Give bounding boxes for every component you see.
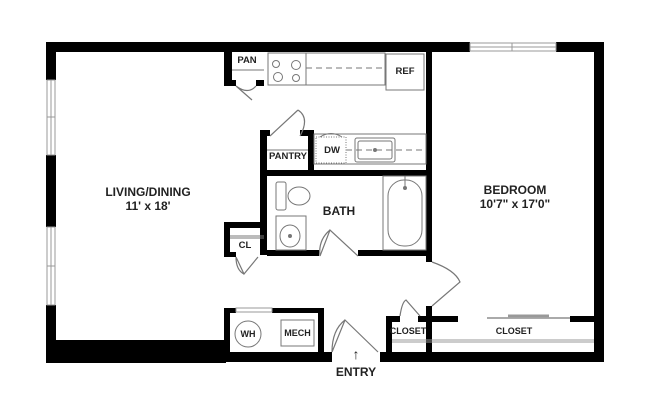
walls [46, 42, 604, 363]
mech-label: MECH [284, 328, 311, 338]
living-dining-name: LIVING/DINING [105, 185, 191, 199]
pantry-label: PANTRY [269, 151, 307, 162]
windows [46, 42, 557, 313]
cl-label: CL [238, 240, 252, 251]
living-dining-dims: 11' x 18' [125, 198, 171, 213]
bedroom-label: BEDROOM 10'7" x 17'0" [460, 183, 570, 212]
entry-arrow-icon: ↑ [352, 346, 360, 362]
kitchen-fixtures [230, 52, 594, 348]
door-swings [235, 85, 461, 353]
wh-label: WH [240, 329, 256, 339]
pan-label: PAN [237, 55, 257, 66]
bath-label: BATH [322, 204, 356, 218]
dw-label: DW [324, 145, 340, 156]
living-dining-label: LIVING/DINING 11' x 18' [88, 185, 208, 214]
closet-small-label: CLOSET [389, 326, 427, 336]
bedroom-dims: 10'7" x 17'0" [479, 196, 551, 211]
bedroom-name: BEDROOM [483, 183, 547, 197]
ref-label: REF [395, 66, 415, 77]
entry-label: ENTRY [335, 365, 377, 379]
closet-large-label: CLOSET [495, 326, 533, 336]
